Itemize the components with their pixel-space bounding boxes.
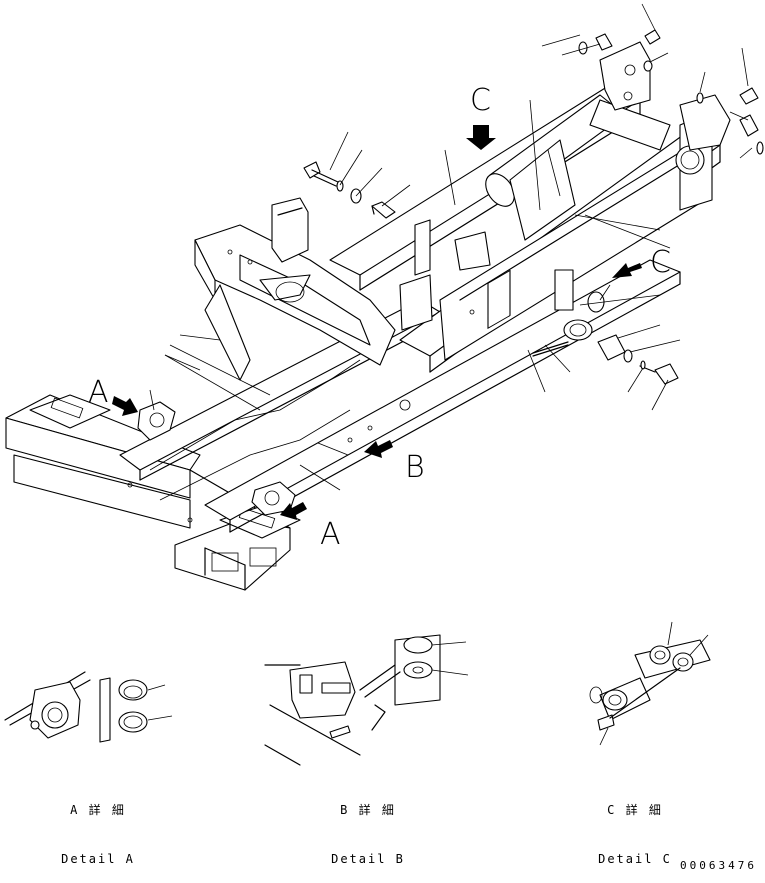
detail-a-caption: A 詳 細 Detail A bbox=[48, 770, 148, 883]
arrow-icon bbox=[112, 396, 138, 416]
view-arrows bbox=[112, 125, 642, 520]
arrow-icon bbox=[612, 263, 642, 278]
callout-b: B bbox=[405, 450, 425, 485]
detail-c-caption: C 詳 細 Detail C bbox=[585, 770, 685, 883]
arrow-icon bbox=[280, 502, 307, 520]
detail-b-caption: B 詳 細 Detail B bbox=[318, 770, 418, 883]
drawing-number: 00063476 bbox=[680, 859, 757, 872]
detail-b-caption-en: Detail B bbox=[331, 851, 405, 866]
detail-a-caption-jp: A 詳 細 bbox=[70, 803, 126, 818]
main-frame bbox=[5, 41, 731, 591]
exploded-parts bbox=[303, 29, 764, 385]
detail-b-caption-jp: B 詳 細 bbox=[340, 803, 396, 818]
callout-a-left: A bbox=[88, 375, 109, 410]
arrow-icon bbox=[466, 125, 496, 150]
arrow-icon bbox=[364, 440, 393, 458]
detail-b-view bbox=[264, 634, 469, 766]
callout-a-bottom: A bbox=[320, 517, 341, 552]
leader-lines bbox=[149, 3, 753, 491]
detail-c-caption-en: Detail C bbox=[598, 851, 672, 866]
detail-a-view bbox=[4, 671, 173, 743]
detail-a-caption-en: Detail A bbox=[61, 851, 135, 866]
callout-c-top: C bbox=[470, 83, 491, 118]
detail-c-caption-jp: C 詳 細 bbox=[607, 803, 663, 818]
callout-c-right: C bbox=[650, 245, 671, 280]
detail-c-view bbox=[589, 621, 711, 746]
